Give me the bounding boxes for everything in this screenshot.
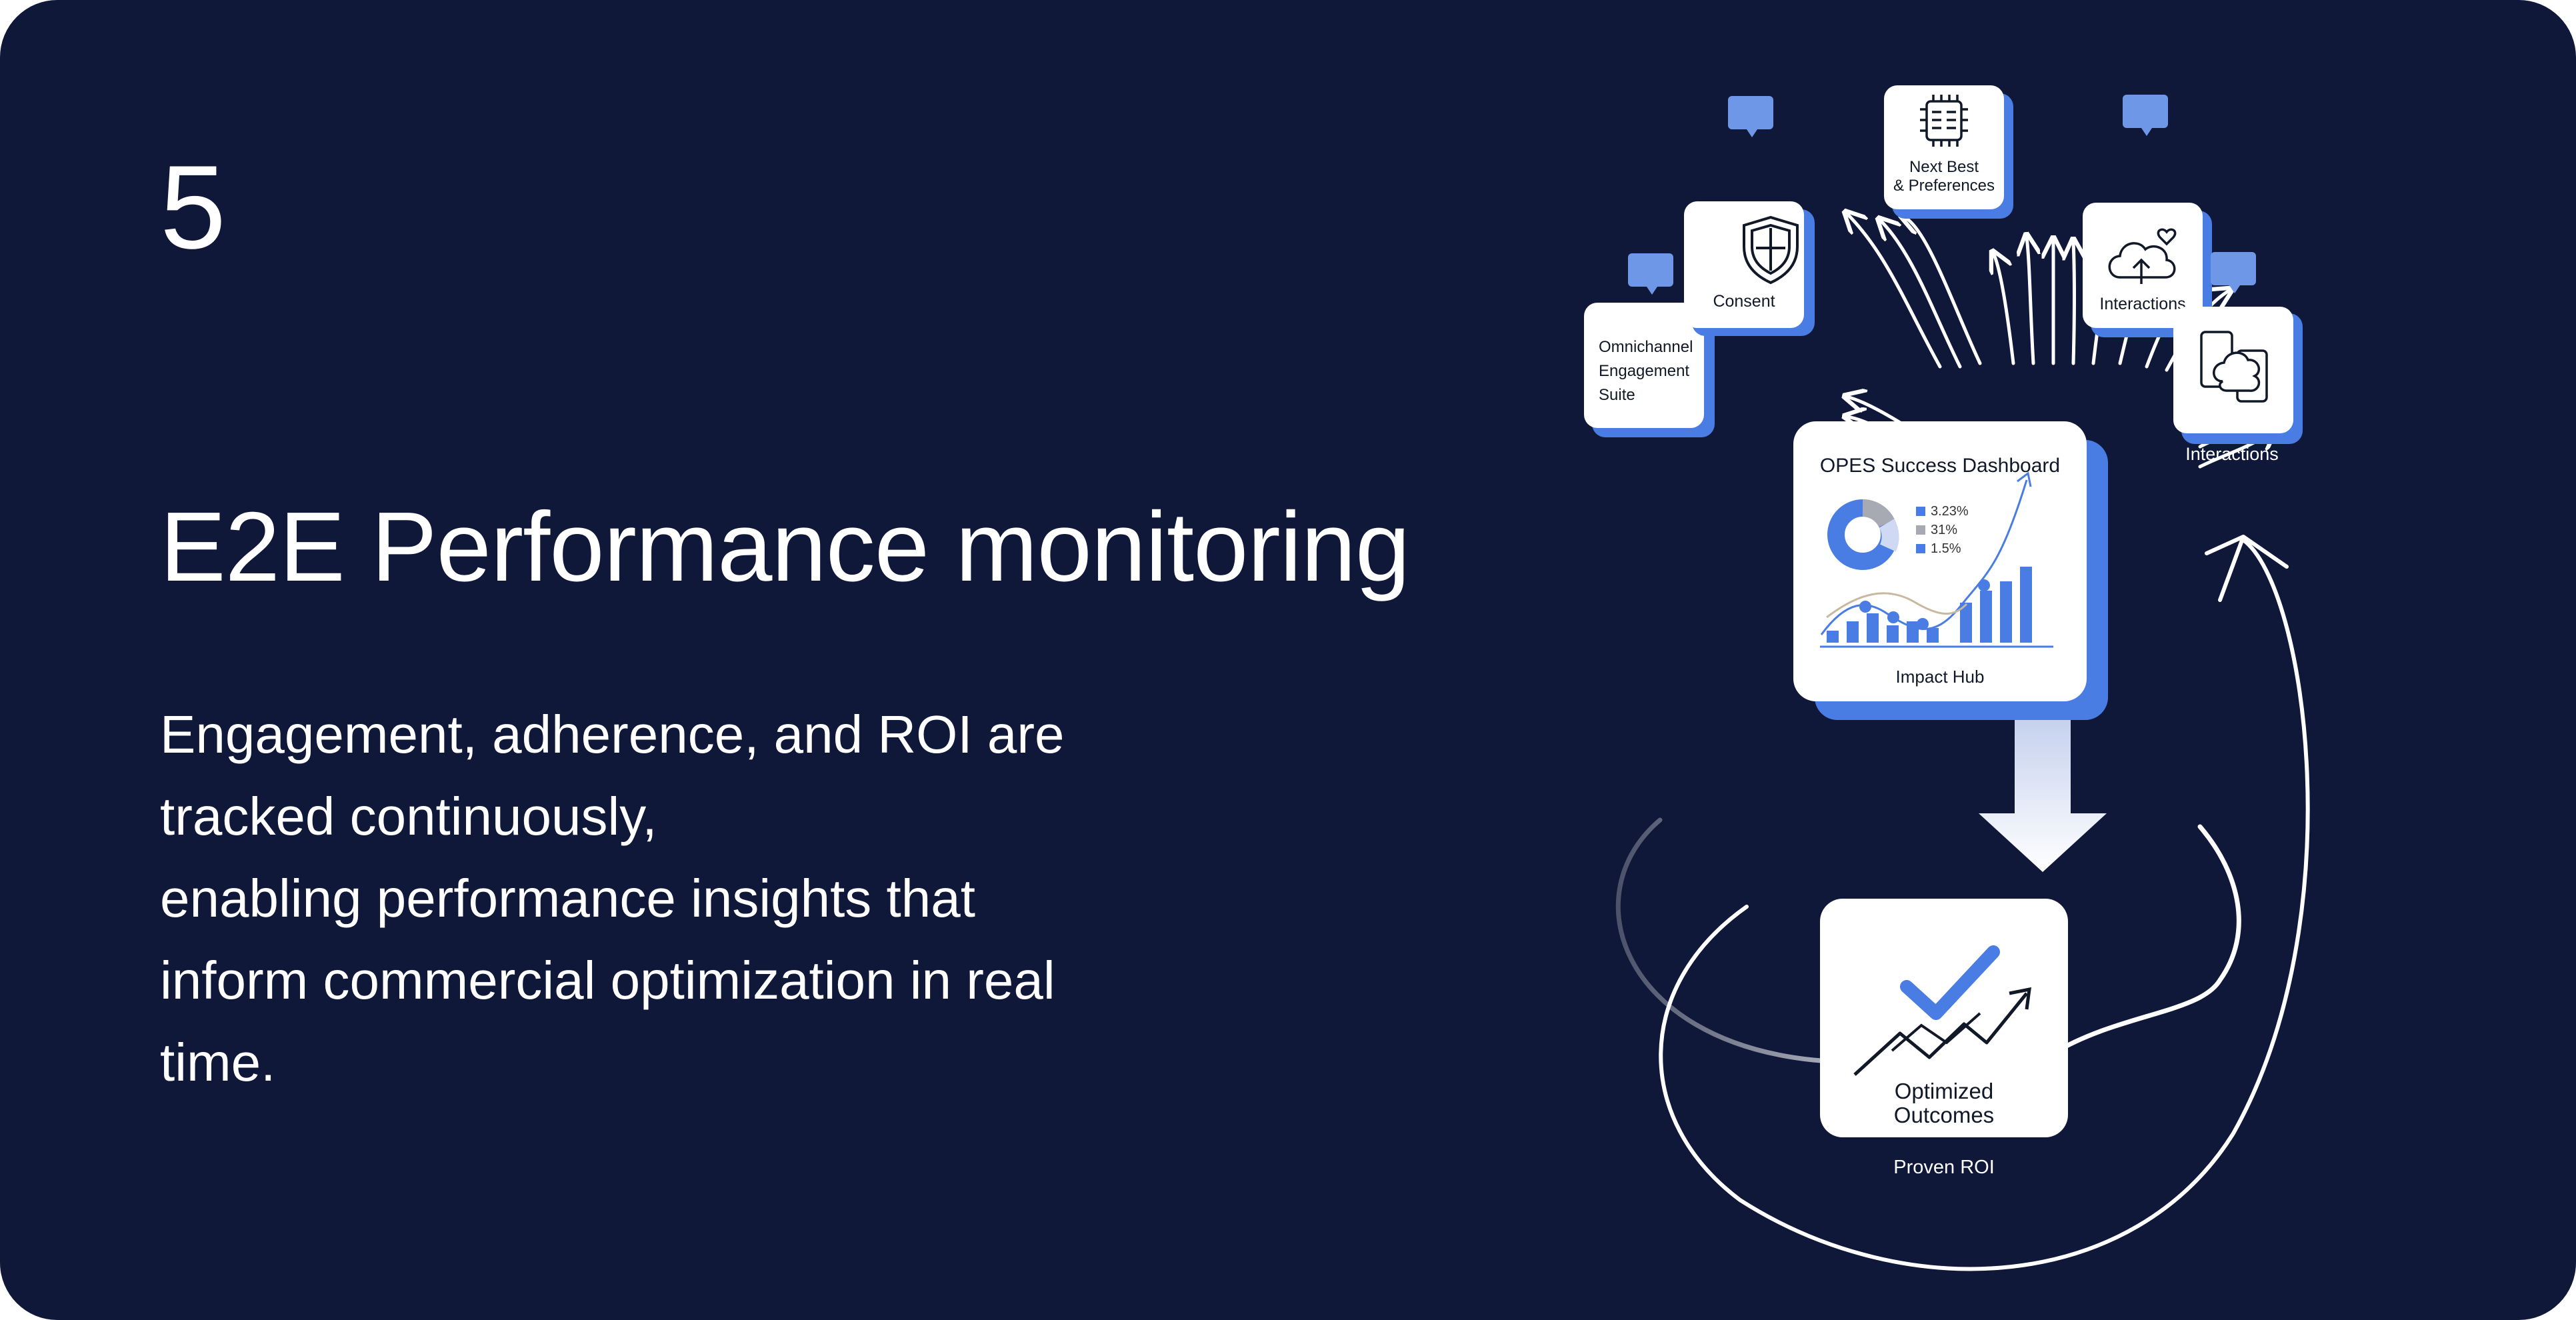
bar-chart-icon bbox=[1827, 567, 2032, 643]
node-label: Next Best bbox=[1909, 158, 1979, 176]
legend-item: 3.23% bbox=[1931, 504, 1969, 519]
description-line: Engagement, adherence, and ROI are bbox=[160, 705, 1065, 764]
legend-swatch bbox=[1916, 525, 1925, 535]
description-line: tracked continuously, bbox=[160, 787, 657, 846]
node-caption: Interactions bbox=[2185, 444, 2279, 464]
node-label: Engagement bbox=[1599, 362, 1689, 380]
step-number: 5 bbox=[160, 141, 226, 273]
chat-bubble-icon bbox=[1728, 96, 1773, 137]
legend-swatch bbox=[1916, 507, 1925, 516]
node-consent: Consent bbox=[1684, 96, 1815, 336]
diagram-svg: Omnichannel Engagement Suite Consent bbox=[1584, 85, 2310, 1271]
node-label: Interactions bbox=[2099, 295, 2185, 313]
dashboard-subtitle: Impact Hub bbox=[1896, 667, 1985, 687]
feedback-loop-arrowhead bbox=[2205, 535, 2289, 602]
legend-swatch bbox=[1916, 544, 1925, 553]
legend-item: 31% bbox=[1931, 523, 1957, 537]
legend-item: 1.5% bbox=[1931, 541, 1961, 556]
feedback-loop bbox=[1659, 538, 2310, 1271]
shield-icon bbox=[1743, 215, 1799, 285]
trend-line-secondary bbox=[1826, 592, 1968, 619]
node-next-best: Next Best & Preferences bbox=[1884, 85, 2013, 219]
trend-arrowhead bbox=[2017, 471, 2032, 487]
chat-bubble-icon bbox=[2123, 95, 2168, 136]
slide-title: E2E Performance monitoring bbox=[160, 492, 1410, 602]
node-label: & Preferences bbox=[1893, 177, 1995, 195]
description-line: inform commercial optimization in real bbox=[160, 951, 1055, 1010]
outcome-caption: Proven ROI bbox=[1893, 1157, 1995, 1178]
node-omnichannel: Omnichannel Engagement Suite bbox=[1584, 253, 1715, 437]
growth-arrow-icon bbox=[1853, 992, 2028, 1076]
cloud-upload-icon bbox=[2108, 228, 2177, 284]
slide-description: Engagement, adherence, and ROI are track… bbox=[160, 693, 1227, 1103]
performance-diagram: Omnichannel Engagement Suite Consent bbox=[1533, 53, 2576, 1320]
outcome-label: Outcomes bbox=[1894, 1103, 1994, 1127]
dashboard-title: OPES Success Dashboard bbox=[1820, 455, 2060, 477]
dashboard-card: OPES Success Dashboard 3.23% 31% 1.5% bbox=[1793, 421, 2108, 720]
outcome-label: Optimized bbox=[1895, 1079, 1994, 1103]
node-label: Consent bbox=[1713, 292, 1775, 311]
node-interactions-top: Interactions bbox=[2083, 95, 2212, 337]
outcome-card: Optimized Outcomes bbox=[1820, 899, 2068, 1137]
node-interactions-right: Interactions bbox=[2173, 252, 2303, 464]
swirl-right bbox=[2051, 824, 2241, 1056]
down-arrow-icon bbox=[1979, 687, 2107, 872]
description-line: time. bbox=[160, 1033, 276, 1092]
node-label: Suite bbox=[1599, 386, 1635, 404]
donut-chart-icon bbox=[1827, 499, 1899, 570]
chat-bubble-icon bbox=[1628, 253, 1673, 295]
devices-cloud-icon bbox=[2200, 331, 2268, 403]
chat-bubble-icon bbox=[2211, 252, 2256, 293]
description-line: enabling performance insights that bbox=[160, 869, 975, 928]
chip-icon bbox=[1920, 95, 1968, 147]
node-label: Omnichannel bbox=[1599, 338, 1693, 356]
checkmark-icon bbox=[1900, 945, 2000, 1020]
